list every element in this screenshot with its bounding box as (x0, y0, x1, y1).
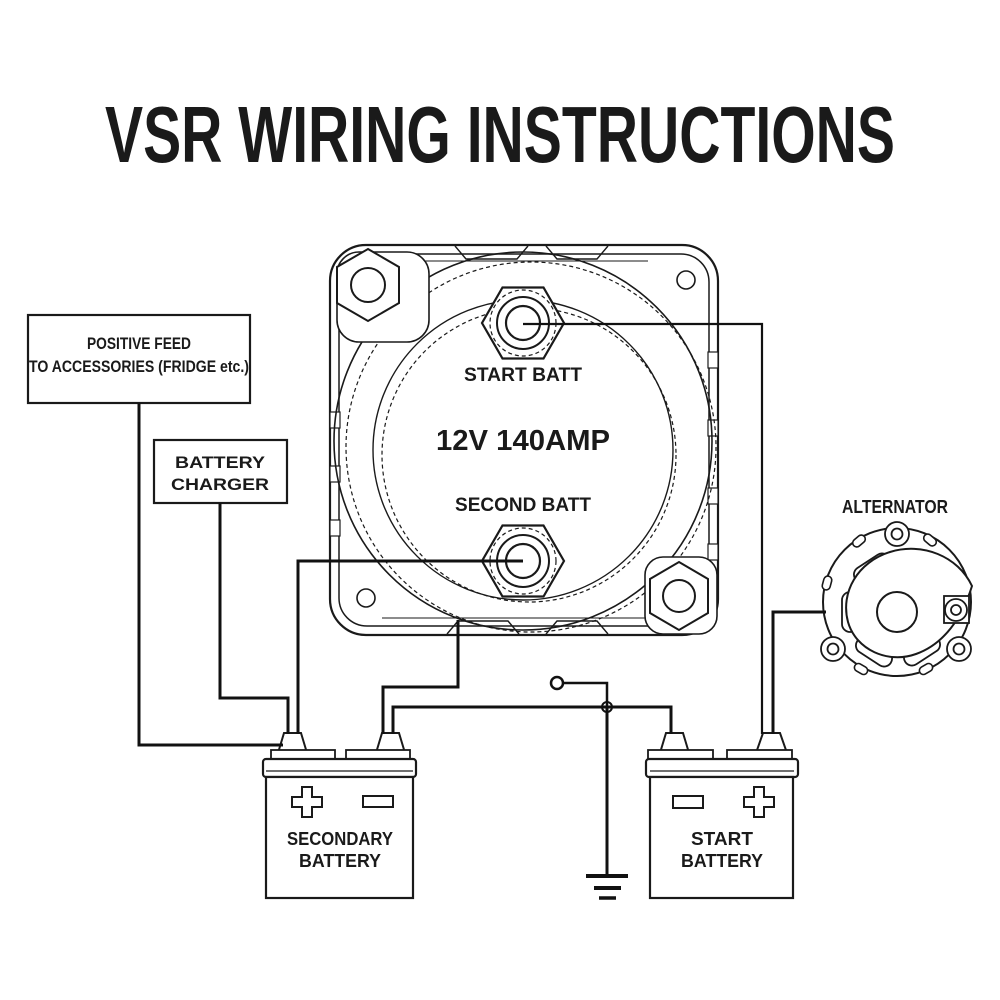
battery-charger-outline (152, 438, 289, 505)
ground-junction-node (601, 701, 613, 713)
wires (137, 322, 826, 874)
wire-second-batt-terminal-to-secondary-positive (296, 559, 523, 734)
battery-charger-box: BATTERY CHARGER (152, 438, 289, 505)
positive-feed-label-line1: POSITIVE FEED (87, 334, 191, 353)
alternator-bolts (820, 521, 972, 662)
vsr-body-circle-outer-dashed (345, 261, 717, 633)
alternator-shaft (876, 591, 918, 633)
vsr-start-batt-label: START BATT (464, 365, 582, 386)
start-battery-minus-icon (672, 795, 704, 809)
positive-feed-label-line2: TO ACCESSORIES (FRIDGE etc.) (29, 357, 249, 376)
vsr-second-batt-label: SECOND BATT (455, 495, 591, 516)
vsr-body-circle-outer (333, 251, 713, 631)
vsr-body-circle-inner-dashed (381, 307, 677, 603)
alternator-rim-notches (821, 533, 938, 676)
wire-start-batt-terminal-to-start-positive (523, 322, 764, 734)
vsr-case-inner (338, 253, 710, 627)
vsr-mount-hole-bottomright (662, 579, 696, 613)
battery-charger-label-line2: CHARGER (171, 475, 269, 494)
secondary-battery-plus-icon (291, 786, 323, 818)
ring-connector-icon (549, 675, 565, 691)
vsr-case (328, 243, 720, 637)
page-title: VSR WIRING INSTRUCTIONS (105, 90, 895, 179)
secondary-battery-label-line2: BATTERY (299, 851, 381, 871)
start-battery-plus-icon (743, 786, 775, 818)
vsr-bottom-tab-left (446, 620, 520, 635)
vsr-screw-hole-topright (676, 270, 696, 290)
alternator-label: ALTERNATOR (842, 497, 948, 517)
start-battery-label-line2: BATTERY (681, 851, 763, 871)
start-battery-label-line1: START (691, 829, 753, 849)
wire-vsr-sense-lead (563, 681, 609, 707)
vsr-screw-hole-bottomleft (356, 588, 376, 608)
vsr-relay: START BATT 12V 140AMP SECOND BATT (328, 243, 720, 637)
wire-alternator-to-start-positive (771, 610, 826, 734)
secondary-battery-cap (261, 757, 418, 779)
start-battery: START BATTERY (644, 732, 800, 900)
vsr-top-tab-right (545, 245, 609, 260)
ground-symbol (586, 874, 628, 900)
wire-positive-feed-to-secondary-positive (137, 403, 283, 747)
alternator: ALTERNATOR (820, 497, 974, 677)
vsr-rating-label: 12V 140AMP (436, 425, 610, 457)
positive-feed-box: POSITIVE FEED TO ACCESSORIES (FRIDGE etc… (26, 313, 252, 405)
secondary-battery: SECONDARY BATTERY (261, 732, 418, 900)
battery-charger-label-line1: BATTERY (175, 453, 266, 472)
secondary-battery-minus-icon (362, 795, 394, 808)
vsr-mount-hole-topleft (350, 267, 386, 303)
start-battery-cap (644, 757, 800, 779)
wire-charger-to-secondary-positive (218, 503, 290, 734)
positive-feed-outline (26, 313, 252, 405)
wire-ground-bus-between-batteries (391, 705, 673, 734)
secondary-battery-label-line1: SECONDARY (287, 829, 393, 849)
wire-vsr-ground-to-secondary-negative (381, 620, 460, 734)
